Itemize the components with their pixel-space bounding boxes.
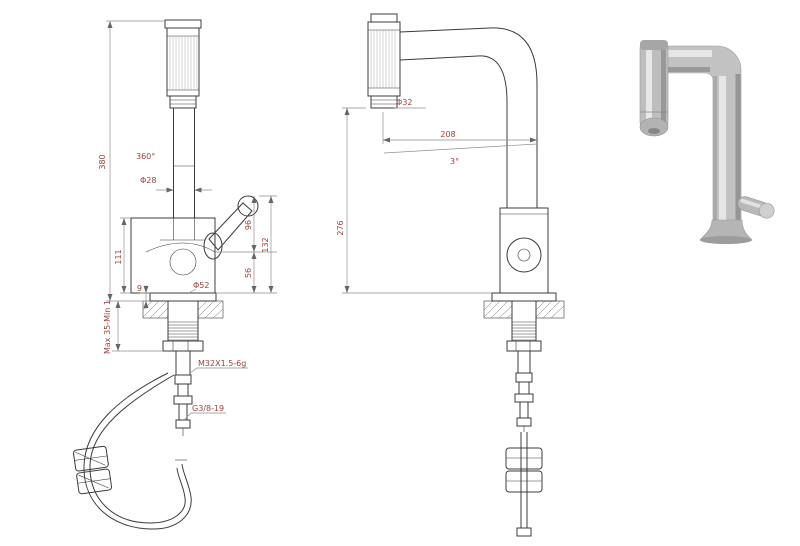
faucet-body-side bbox=[499, 207, 549, 294]
hose-side bbox=[516, 432, 532, 537]
front-view: 380 360° Φ28 111 9 96 56 132 Φ52 Max 35-… bbox=[72, 19, 277, 530]
supply-fittings-side bbox=[514, 372, 534, 432]
dim-flange-height: 9 bbox=[137, 284, 142, 293]
sprayer-head-side bbox=[367, 13, 401, 109]
spout-arc bbox=[399, 27, 538, 208]
label-shank-thread: M32X1.5-6g bbox=[198, 359, 246, 368]
rendered-handle bbox=[737, 196, 775, 219]
dim-96: 96 bbox=[244, 220, 253, 230]
threaded-shank-side bbox=[506, 300, 542, 374]
rendered-base bbox=[699, 219, 753, 244]
dim-base-diameter: Φ52 bbox=[193, 281, 209, 290]
dim-132: 132 bbox=[261, 237, 270, 252]
rendered-sprayer-head bbox=[639, 40, 669, 137]
base-flange-side bbox=[491, 292, 557, 302]
dim-swivel: 360° bbox=[136, 152, 155, 161]
dim-spout-height: 276 bbox=[336, 220, 345, 235]
threaded-shank bbox=[162, 300, 204, 376]
dim-tube-diameter: Φ28 bbox=[140, 176, 156, 185]
dim-spout-angle: 3° bbox=[450, 157, 459, 166]
dim-overall-height: 380 bbox=[98, 154, 107, 169]
rendered-view bbox=[639, 40, 775, 244]
hose-weight bbox=[72, 445, 113, 495]
spout-tube bbox=[173, 108, 195, 218]
hose-loop bbox=[83, 372, 192, 530]
hose-weight-side bbox=[505, 447, 543, 493]
sprayer-head bbox=[164, 19, 202, 109]
dim-body-height: 111 bbox=[114, 249, 123, 264]
dim-head-diameter: Φ32 bbox=[396, 98, 412, 107]
supply-fittings bbox=[173, 374, 193, 436]
mounting-deck bbox=[142, 300, 224, 319]
front-dimensions: 380 360° Φ28 111 9 96 56 132 Φ52 Max 35-… bbox=[98, 20, 277, 421]
rendered-spout-body bbox=[661, 45, 742, 225]
base-flange bbox=[149, 292, 217, 302]
dim-deck-range: Max 35-Min 1 bbox=[103, 300, 112, 354]
side-dimensions: Φ32 208 3° 276 bbox=[336, 98, 538, 294]
handle-lever bbox=[203, 195, 259, 260]
dim-spout-reach: 208 bbox=[440, 130, 455, 139]
label-supply-thread: G3/8-19 bbox=[192, 404, 224, 413]
mounting-deck-side bbox=[483, 300, 565, 319]
side-view: Φ32 208 3° 276 bbox=[336, 13, 565, 537]
dim-56: 56 bbox=[244, 268, 253, 278]
